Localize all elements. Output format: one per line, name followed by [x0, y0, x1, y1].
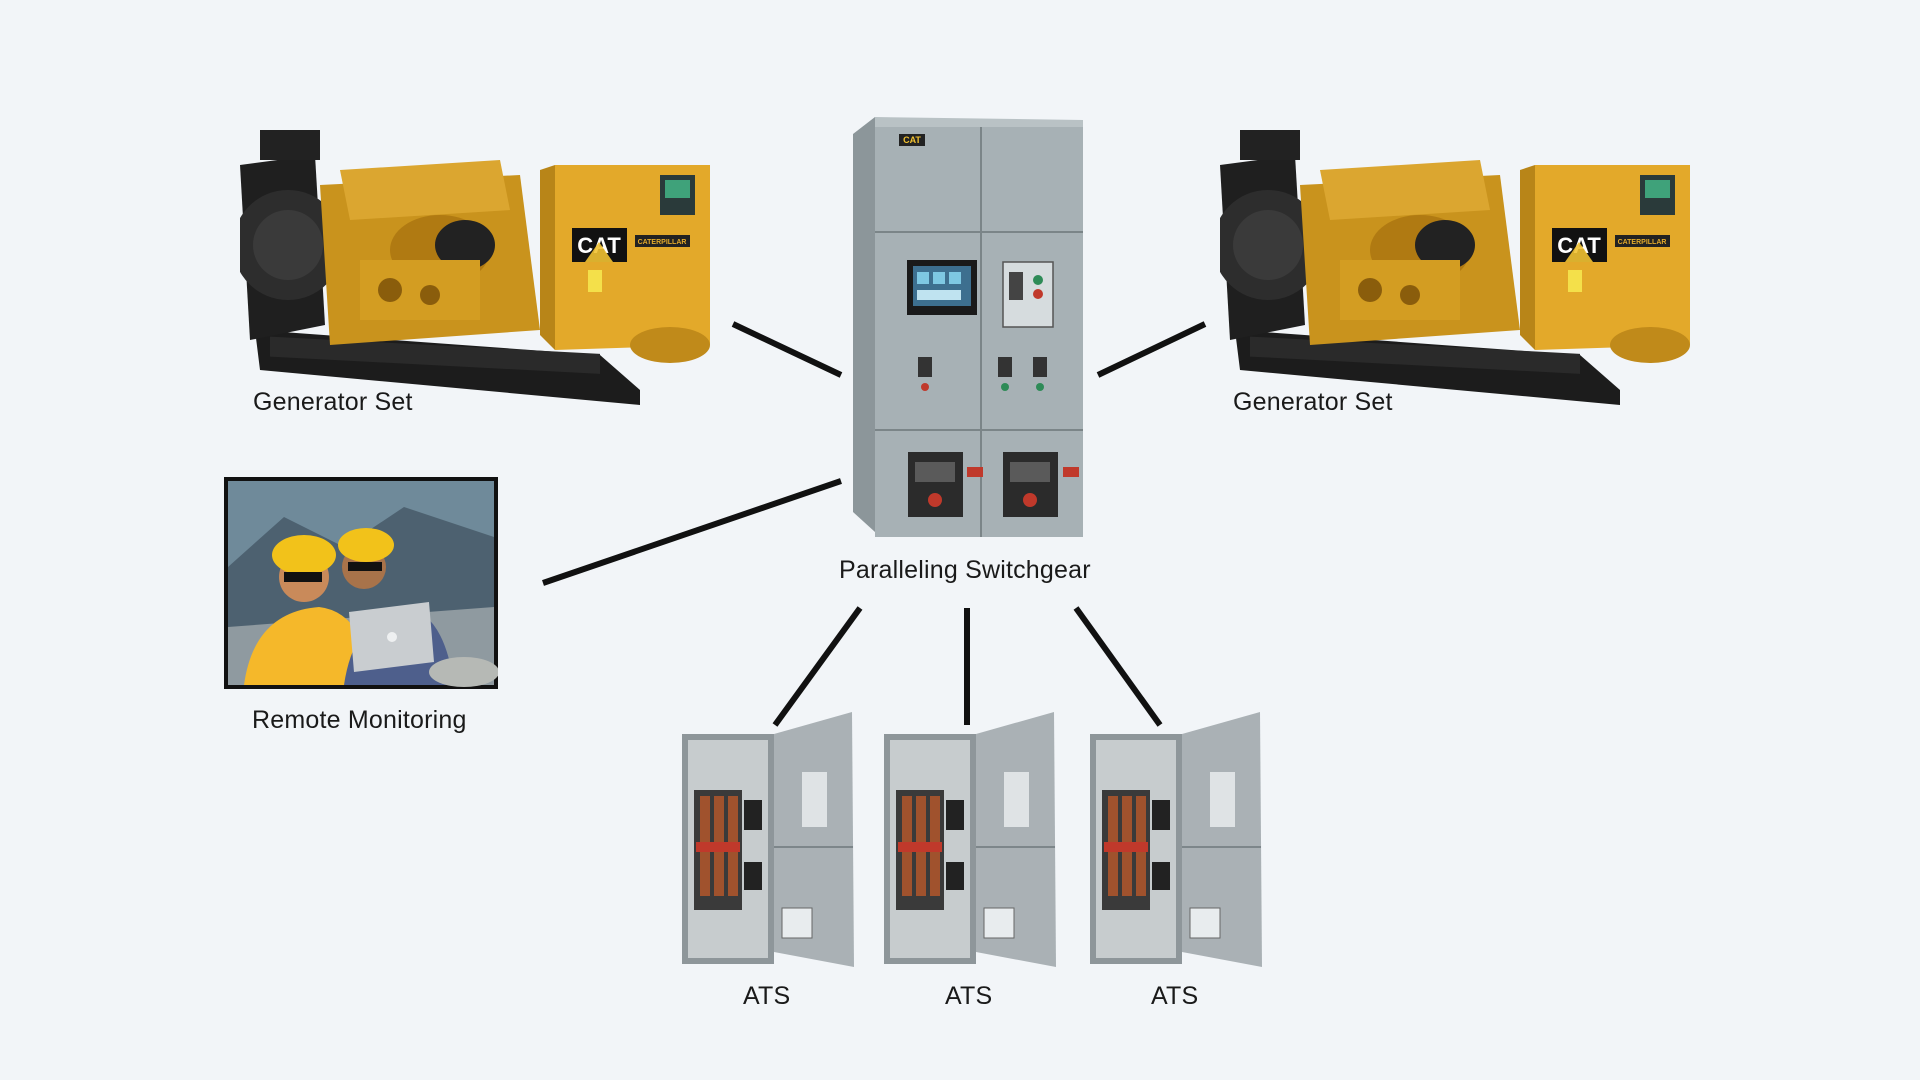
ats-cabinet-icon [884, 712, 1056, 967]
switchgear-cabinet-icon: CAT [853, 117, 1083, 537]
generator-set-icon: CAT CATERPILLAR [240, 130, 710, 405]
label-ats-2: ATS [945, 982, 993, 1010]
cat-logo-text: CAT [903, 135, 921, 145]
label-switchgear: Paralleling Switchgear [839, 556, 1091, 584]
edge-remote-switchgear [542, 478, 842, 586]
remote-monitoring-photo [224, 477, 498, 689]
label-genset-right: Generator Set [1233, 388, 1393, 416]
label-remote-monitoring: Remote Monitoring [252, 706, 467, 734]
node-remote-monitoring [224, 477, 498, 689]
caterpillar-label: CATERPILLAR [638, 239, 687, 246]
label-ats-3: ATS [1151, 982, 1199, 1010]
ats-cabinet-icon [1090, 712, 1262, 967]
node-switchgear: CAT [853, 112, 1083, 537]
node-ats-2 [884, 712, 1056, 967]
edge-genset-right-switchgear [1096, 321, 1207, 378]
label-ats-1: ATS [743, 982, 791, 1010]
node-ats-1 [682, 712, 854, 967]
edge-switchgear-ats-3 [1073, 606, 1163, 727]
label-genset-left: Generator Set [253, 388, 413, 416]
node-genset-left: CAT CATERPILLAR [240, 130, 715, 405]
edge-genset-left-switchgear [731, 321, 843, 378]
node-ats-3 [1090, 712, 1262, 967]
caterpillar-label: CATERPILLAR [1618, 239, 1667, 246]
node-genset-right: CAT CATERPILLAR [1220, 130, 1695, 405]
generator-set-icon: CAT CATERPILLAR [1220, 130, 1690, 405]
edge-switchgear-ats-1 [772, 606, 863, 727]
ats-cabinet-icon [682, 712, 854, 967]
